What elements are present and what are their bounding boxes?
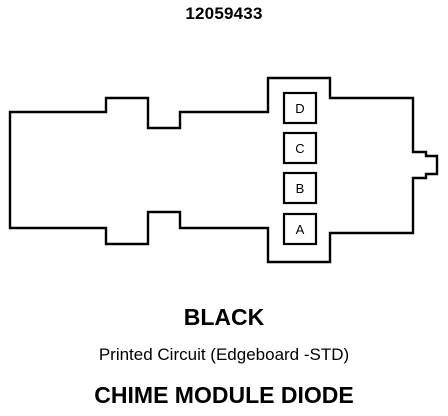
pin-label-c: C	[295, 141, 304, 156]
connector-body-outline	[8, 76, 439, 264]
pin-label-b: B	[296, 181, 305, 196]
pin-cavity-a	[282, 212, 318, 246]
component-title: CHIME MODULE DIODE	[94, 382, 354, 408]
connector-color-label: BLACK	[183, 304, 265, 330]
pin-label-a: A	[296, 222, 305, 237]
pin-cavity-b	[282, 171, 318, 205]
pin-cavity-d	[282, 91, 318, 125]
part-number: 12059433	[185, 4, 263, 23]
pin-cavity-c	[282, 131, 318, 165]
pin-label-d: D	[295, 101, 304, 116]
connector-diagram: D C B A	[8, 76, 439, 264]
connector-type-label: Printed Circuit (Edgeboard -STD)	[98, 345, 350, 364]
